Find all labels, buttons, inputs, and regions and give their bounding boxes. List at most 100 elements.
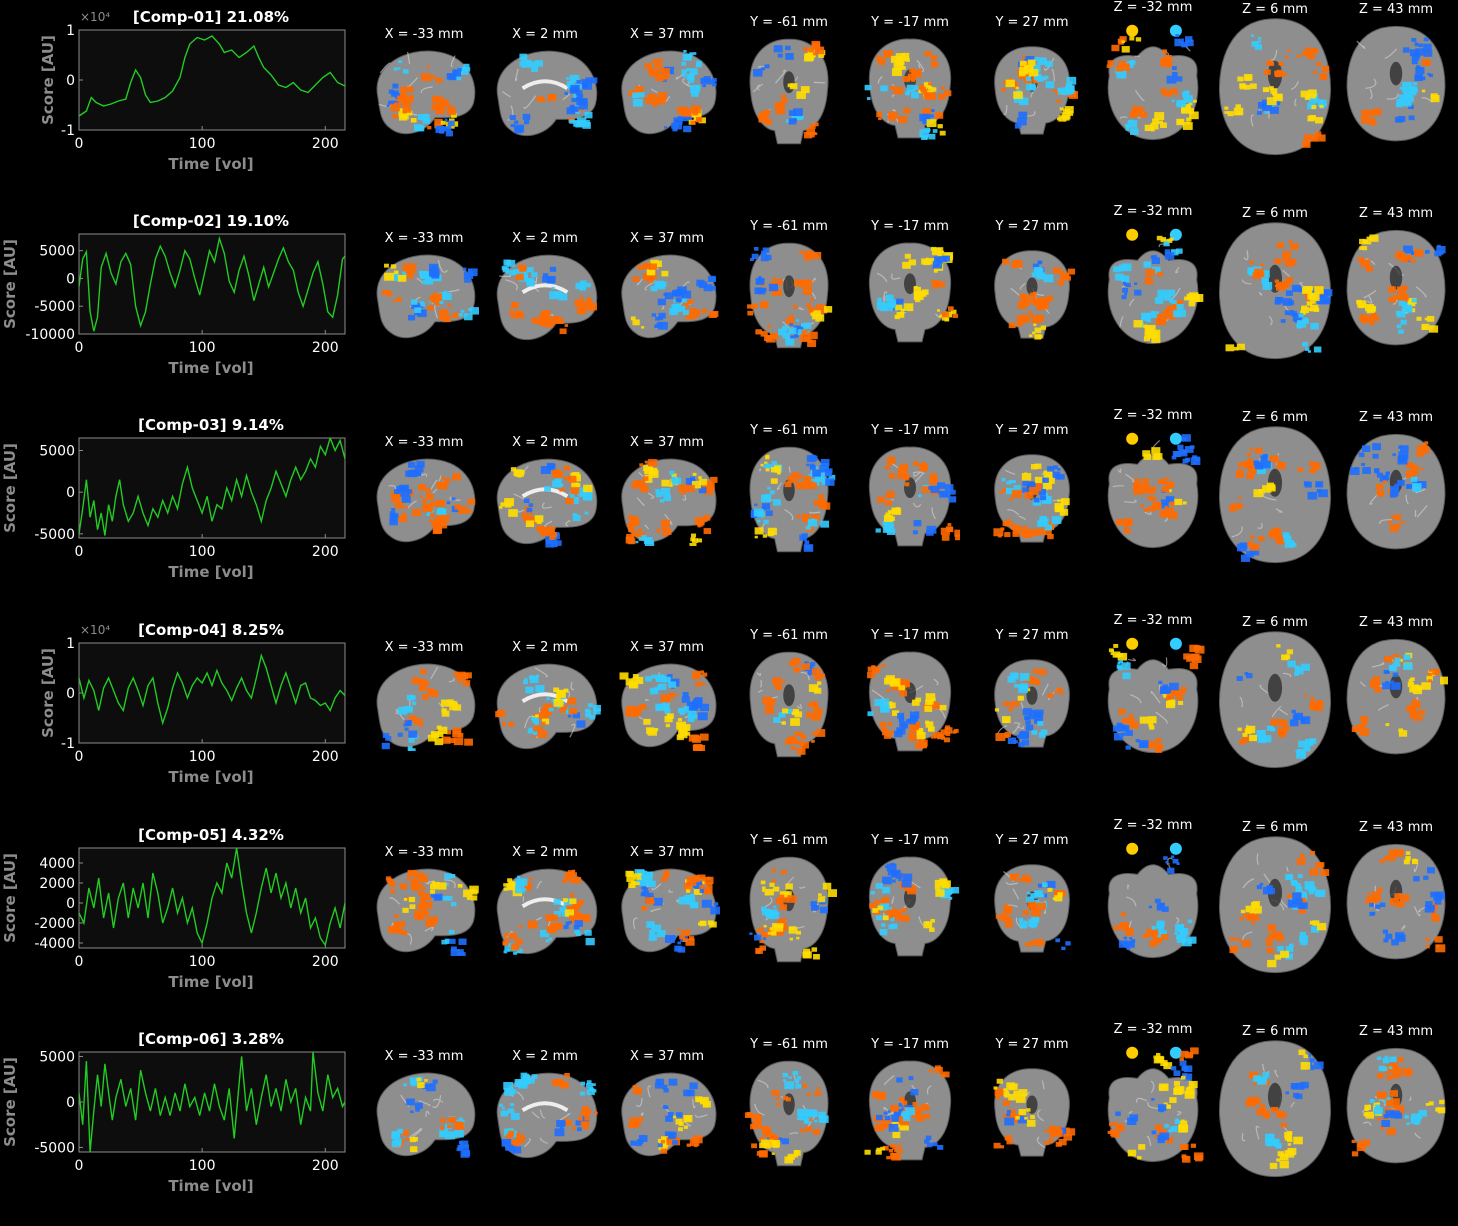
- slice-label: Y = -17 mm: [871, 1037, 949, 1052]
- brain-slice-map: [864, 38, 952, 140]
- slice-label: Z = 43 mm: [1358, 1024, 1434, 1039]
- slice-label: Y = -17 mm: [871, 833, 949, 848]
- slice-label: X = -33 mm: [384, 27, 464, 42]
- slice-label: X = -33 mm: [384, 231, 464, 246]
- component-title: [Comp-06] 3.28%: [138, 1030, 284, 1048]
- x-tick-label: 0: [75, 1158, 84, 1174]
- x-axis-label: Time [vol]: [168, 1177, 253, 1195]
- y-multiplier-label: ×10⁴: [80, 623, 110, 637]
- brain-slice-map: [867, 651, 959, 752]
- slice-label: Z = 43 mm: [1358, 615, 1434, 630]
- y-tick-label: -10000: [25, 327, 75, 343]
- slice-label: Z = 6 mm: [1242, 820, 1308, 835]
- brain-slice-map: [993, 454, 1070, 543]
- brain-slice-map: [868, 856, 960, 957]
- brain-slice-map: [376, 868, 479, 956]
- y-tick-label: 1: [66, 636, 75, 652]
- brain-slice-map: [1218, 222, 1333, 360]
- slice-label: X = 37 mm: [629, 845, 705, 860]
- slice-label: Y = 27 mm: [995, 628, 1069, 643]
- component-title: [Comp-05] 4.32%: [138, 826, 284, 844]
- brain-slice-map: [993, 1068, 1076, 1157]
- brain-slice-map: [744, 1060, 829, 1167]
- y-tick-label: -1: [61, 736, 75, 752]
- brain-slice-map: [495, 663, 601, 750]
- x-tick-label: 0: [75, 749, 84, 765]
- y-tick-label: 4000: [39, 856, 75, 872]
- x-tick-label: 100: [189, 340, 216, 356]
- x-tick-label: 0: [75, 136, 84, 152]
- x-tick-label: 200: [312, 340, 339, 356]
- component-title: [Comp-03] 9.14%: [138, 416, 284, 434]
- slice-label: Y = -61 mm: [750, 1037, 828, 1052]
- x-axis-label: Time [vol]: [168, 973, 253, 991]
- brain-slice-map: [1107, 842, 1199, 959]
- plot-area: [78, 29, 346, 131]
- slice-label: Z = 6 mm: [1242, 615, 1308, 630]
- x-tick-label: 200: [312, 544, 339, 560]
- component-title: [Comp-04] 8.25%: [138, 621, 284, 639]
- x-axis-label: Time [vol]: [168, 563, 253, 581]
- brain-slice-map: [868, 446, 960, 547]
- plot-area: [78, 437, 346, 539]
- y-tick-label: -5000: [34, 1140, 75, 1156]
- y-tick-label: 1: [66, 23, 75, 39]
- slice-label: X = 2 mm: [512, 435, 578, 450]
- plot-area: [78, 233, 346, 335]
- y-axis-label: Score [AU]: [1, 239, 19, 329]
- slice-label: X = 2 mm: [512, 27, 578, 42]
- x-axis-label: Time [vol]: [168, 359, 253, 377]
- slice-label: Z = 43 mm: [1358, 2, 1434, 17]
- score-series-line: [79, 438, 345, 536]
- y-tick-label: 2000: [39, 876, 75, 892]
- brain-slice-map: [621, 458, 718, 546]
- brain-slice-map: [1346, 25, 1446, 142]
- slice-label: Z = 43 mm: [1358, 206, 1434, 221]
- brain-slice-map: [496, 868, 598, 955]
- brain-slice-map: [496, 458, 598, 548]
- y-tick-label: -4000: [34, 936, 75, 952]
- y-tick-label: 0: [66, 896, 75, 912]
- brain-slice-map: [1218, 1040, 1332, 1178]
- slice-label: X = 37 mm: [629, 435, 705, 450]
- x-tick-label: 200: [312, 749, 339, 765]
- brain-slice-map: [1346, 433, 1446, 550]
- brain-slice-map: [1107, 637, 1205, 754]
- score-series-line: [79, 235, 345, 332]
- slice-label: Y = -61 mm: [750, 423, 828, 438]
- brain-slice-map: [1346, 229, 1446, 346]
- y-tick-label: 5000: [39, 1050, 75, 1066]
- slice-label: Z = 43 mm: [1358, 410, 1434, 425]
- brain-slice-map: [749, 446, 836, 553]
- brain-slice-map: [864, 1060, 952, 1161]
- brain-slice-map: [496, 1072, 598, 1159]
- brain-slice-map: [1107, 228, 1204, 345]
- brain-slice-map: [1346, 638, 1448, 755]
- brain-slice-map: [747, 242, 833, 349]
- slice-label: X = 37 mm: [629, 231, 705, 246]
- x-tick-label: 100: [189, 954, 216, 970]
- x-tick-label: 100: [189, 136, 216, 152]
- slice-label: Z = -32 mm: [1113, 408, 1193, 423]
- score-series-line: [79, 35, 345, 117]
- slice-label: X = -33 mm: [384, 435, 464, 450]
- brain-slice-map: [749, 856, 837, 963]
- y-multiplier-label: ×10⁴: [80, 10, 110, 24]
- brain-slice-map: [994, 864, 1071, 953]
- y-tick-label: -1: [61, 123, 75, 139]
- slice-label: Y = -61 mm: [750, 833, 828, 848]
- x-tick-label: 100: [189, 1158, 216, 1174]
- plot-area: [78, 642, 346, 744]
- brain-slice-map: [376, 458, 476, 543]
- slice-label: X = 37 mm: [629, 1049, 705, 1064]
- x-tick-label: 100: [189, 544, 216, 560]
